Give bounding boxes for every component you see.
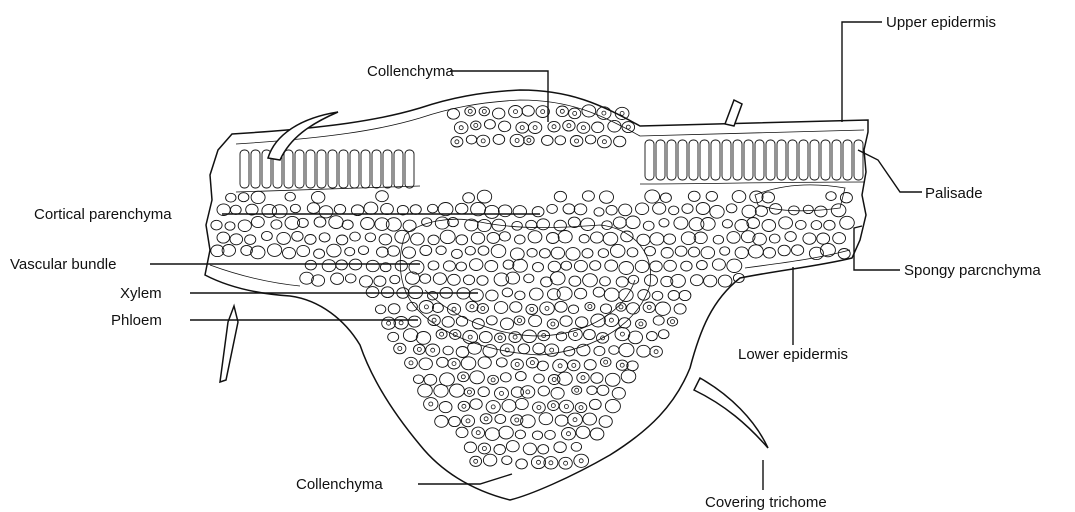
cell-lumen bbox=[620, 111, 624, 115]
lower-left-trichome bbox=[220, 306, 238, 382]
covering-trichome-shape bbox=[694, 378, 768, 448]
label-collenchyma-top: Collenchyma bbox=[367, 63, 454, 80]
label-collenchyma-bottom: Collenchyma bbox=[296, 476, 383, 493]
upper-epidermis-leader bbox=[842, 22, 882, 122]
label-phloem: Phloem bbox=[111, 312, 162, 329]
label-palisade: Palisade bbox=[925, 185, 983, 202]
leaf-outline bbox=[205, 90, 868, 500]
label-xylem: Xylem bbox=[120, 285, 162, 302]
label-upper-epidermis: Upper epidermis bbox=[886, 14, 996, 31]
label-lower-epidermis: Lower epidermis bbox=[738, 346, 848, 363]
label-cortical-parenchyma: Cortical parenchyma bbox=[34, 206, 172, 223]
label-vascular-bundle: Vascular bundle bbox=[10, 256, 116, 273]
label-covering-trichome: Covering trichome bbox=[705, 494, 827, 511]
leaf-section bbox=[205, 90, 868, 500]
palisade-leader bbox=[858, 150, 922, 192]
small-trichome bbox=[725, 100, 742, 126]
label-spongy-parenchyma: Spongy parcnchyma bbox=[904, 262, 1041, 279]
